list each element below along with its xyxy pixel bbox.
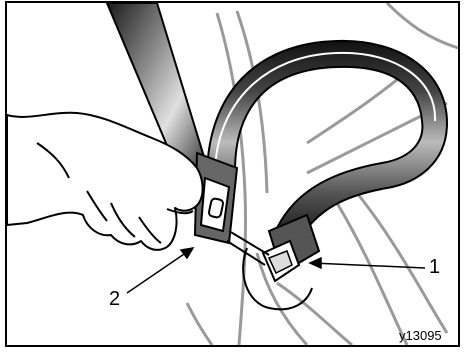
- lap-belt-loop: [207, 41, 447, 243]
- callout-label-1: 1: [429, 257, 440, 277]
- seat-belt-illustration: [7, 3, 458, 345]
- tongue-plate: [195, 153, 269, 265]
- buckle: [243, 215, 319, 309]
- callout-label-2: 2: [109, 289, 120, 309]
- illustration-frame: 1 2 y13095: [5, 1, 460, 347]
- figure-code: y13095: [399, 329, 442, 342]
